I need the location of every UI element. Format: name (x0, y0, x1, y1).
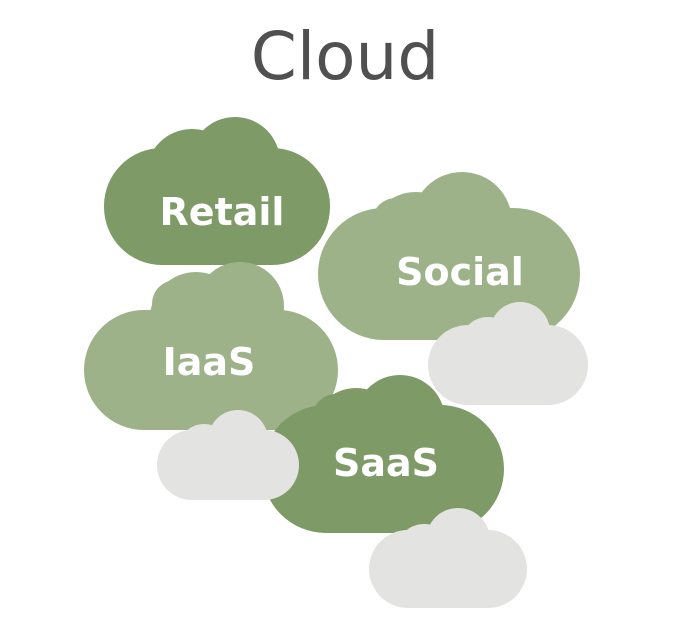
cloud-iaas: IaaS (84, 262, 338, 430)
cloud-label-iaas: IaaS (163, 340, 256, 384)
cloud-decor-gray-left (157, 410, 299, 500)
cloud-shape-iaas (84, 262, 338, 430)
cloud-shape-retail (104, 117, 330, 265)
cloud-label-saas: SaaS (333, 441, 439, 485)
diagram-title: Cloud (250, 18, 440, 95)
cloud-decor-gray-right (428, 302, 588, 405)
cloud-decor-gray-bottom (369, 508, 527, 608)
cloud-label-social: Social (396, 250, 524, 294)
cloud-saas: SaaS (262, 375, 504, 533)
cloud-label-retail: Retail (160, 190, 285, 234)
cloud-shape-saas (262, 375, 504, 533)
cloud-retail: Retail (104, 117, 330, 265)
